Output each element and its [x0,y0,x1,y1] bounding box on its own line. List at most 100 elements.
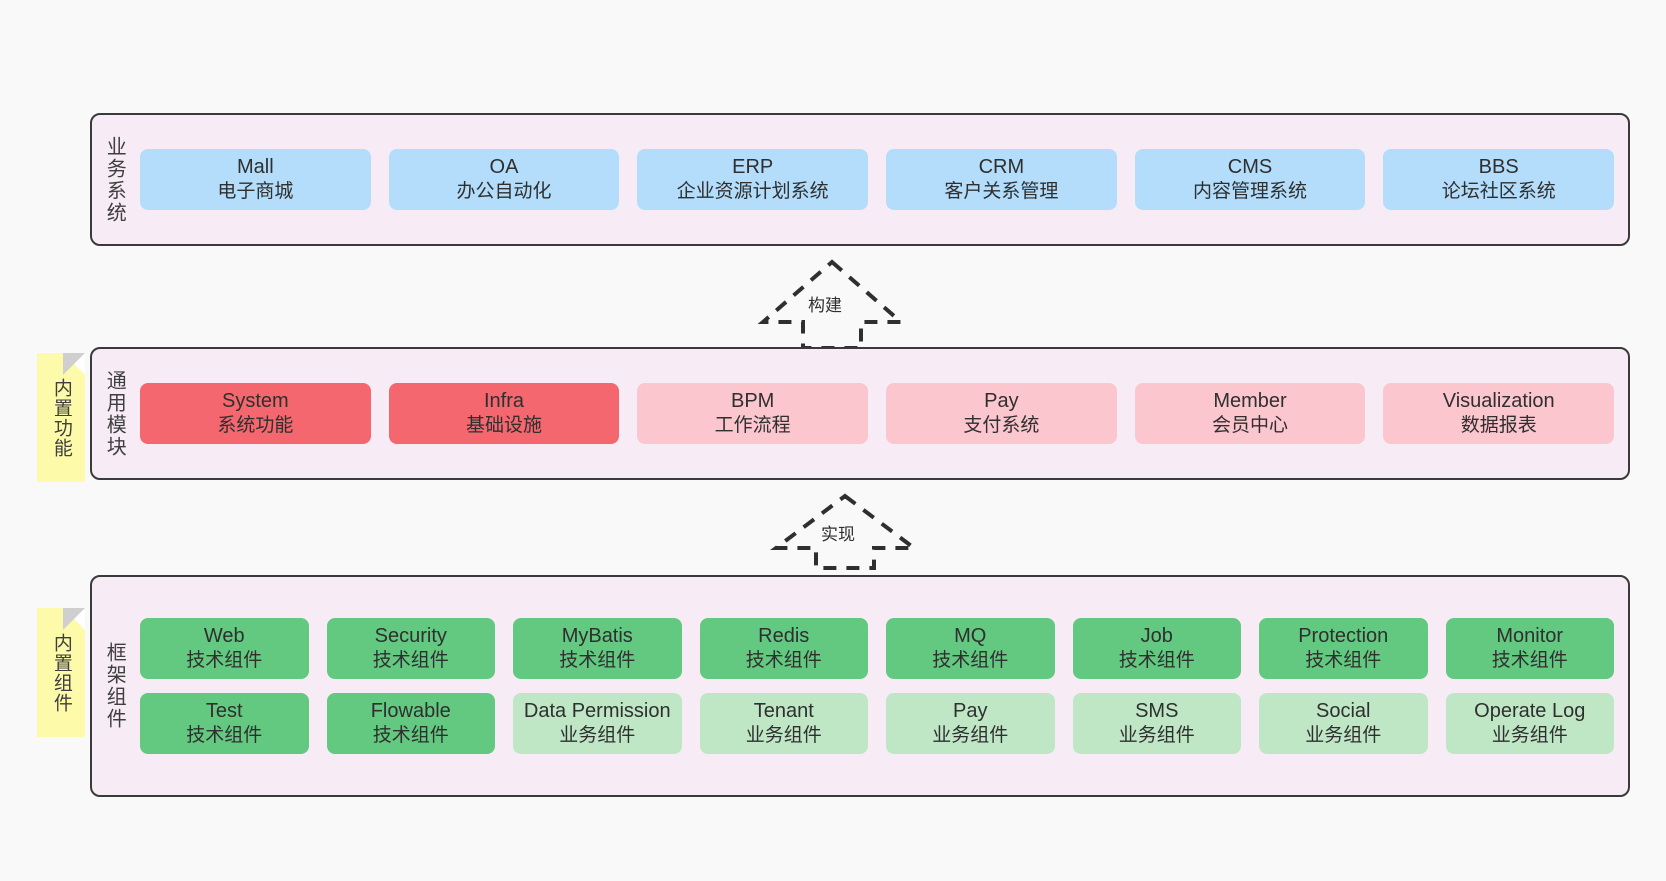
note-fold-shadow-icon [63,608,85,630]
node-title: Job [1140,625,1173,648]
node-subtitle: 电子商城 [217,181,294,203]
node-operate-log[interactable]: Operate Log 业务组件 [1445,693,1614,754]
node-title: Infra [483,390,525,413]
node-mq[interactable]: MQ 技术组件 [886,618,1055,679]
node-subtitle: 技术组件 [186,650,263,672]
note-builtin-functions: 内置功能 [37,353,85,482]
section-label-common-modules: 通用模块 [103,369,126,458]
node-title: MQ [954,625,987,648]
node-sms[interactable]: SMS 业务组件 [1072,693,1241,754]
node-pay-module[interactable]: Pay 支付系统 [886,383,1117,444]
row: Web 技术组件 Security 技术组件 MyBatis 技术组件 Redi… [140,618,1614,679]
node-subtitle: 技术组件 [1118,650,1195,672]
node-bbs[interactable]: BBS 论坛社区系统 [1383,149,1615,210]
node-title: Operate Log [1474,700,1586,722]
node-title: Pay [984,390,1019,413]
node-data-permission[interactable]: Data Permission 业务组件 [513,693,682,754]
node-subtitle: 企业资源计划系统 [676,181,829,203]
node-security[interactable]: Security 技术组件 [326,618,495,679]
node-social[interactable]: Social 业务组件 [1259,693,1428,754]
section-body-common-modules: System 系统功能 Infra 基础设施 BPM 工作流程 Pay 支付系统… [136,349,1628,478]
node-title: Social [1316,700,1371,722]
node-title: Flowable [370,700,451,722]
implement-arrow-outline [770,493,920,570]
node-pay-component[interactable]: Pay 业务组件 [886,693,1055,754]
node-subtitle: 系统功能 [217,415,294,437]
node-title: CRM [978,156,1025,179]
node-title: Security [374,625,447,648]
node-tenant[interactable]: Tenant 业务组件 [699,693,868,754]
node-flowable[interactable]: Flowable 技术组件 [326,693,495,754]
connector-build-label: 构建 [805,291,845,316]
node-title: Test [205,700,243,722]
node-job[interactable]: Job 技术组件 [1072,618,1241,679]
node-subtitle: 技术组件 [745,650,822,672]
node-title: Member [1213,390,1287,413]
connector-build: 构建 [757,258,907,350]
node-subtitle: 业务组件 [932,725,1009,746]
node-crm[interactable]: CRM 客户关系管理 [886,149,1117,210]
node-title: MyBatis [561,625,633,648]
node-mybatis[interactable]: MyBatis 技术组件 [513,618,682,679]
node-erp[interactable]: ERP 企业资源计划系统 [637,149,869,210]
node-system[interactable]: System 系统功能 [140,383,371,444]
section-label-business-systems: 业务系统 [103,135,126,224]
node-subtitle: 会员中心 [1212,415,1289,437]
node-web[interactable]: Web 技术组件 [140,618,309,679]
node-subtitle: 业务组件 [1118,725,1195,746]
node-title: Pay [953,700,988,722]
note-fold-shadow-icon [63,353,85,375]
node-monitor[interactable]: Monitor 技术组件 [1445,618,1614,679]
node-subtitle: 技术组件 [559,650,636,672]
node-subtitle: 技术组件 [932,650,1009,672]
node-subtitle: 支付系统 [963,415,1040,437]
node-subtitle: 技术组件 [1491,650,1568,672]
section-body-framework-components: Web 技术组件 Security 技术组件 MyBatis 技术组件 Redi… [136,577,1628,795]
node-subtitle: 业务组件 [559,725,636,746]
node-mall[interactable]: Mall 电子商城 [140,149,371,210]
row: Test 技术组件 Flowable 技术组件 Data Permission … [140,693,1614,754]
node-title: System [221,390,289,413]
note-builtin-components: 内置组件 [37,608,85,737]
node-subtitle: 办公自动化 [456,181,552,203]
node-title: Tenant [753,700,814,722]
node-oa[interactable]: OA 办公自动化 [388,149,620,210]
node-title: Redis [758,625,810,648]
node-title: Data Permission [523,700,671,722]
node-redis[interactable]: Redis 技术组件 [699,618,868,679]
section-business-systems: 业务系统 Mall 电子商城 OA 办公自动化 ERP 企业资源计划系统 CRM… [90,113,1630,246]
note-label: 内置功能 [50,377,72,458]
node-title: ERP [732,156,774,179]
node-subtitle: 技术组件 [372,725,449,746]
node-test[interactable]: Test 技术组件 [140,693,309,754]
section-common-modules: 通用模块 System 系统功能 Infra 基础设施 BPM 工作流程 Pay… [90,347,1630,480]
section-body-business-systems: Mall 电子商城 OA 办公自动化 ERP 企业资源计划系统 CRM 客户关系… [136,115,1628,244]
note-label: 内置组件 [50,632,72,713]
node-subtitle: 客户关系管理 [944,181,1059,203]
row: System 系统功能 Infra 基础设施 BPM 工作流程 Pay 支付系统… [140,383,1615,444]
node-title: Web [203,625,245,648]
node-subtitle: 技术组件 [1305,650,1382,672]
node-title: BBS [1478,156,1519,179]
node-subtitle: 基础设施 [466,415,543,437]
node-title: Mall [237,156,274,179]
node-cms[interactable]: CMS 内容管理系统 [1134,149,1366,210]
connector-implement-label: 实现 [818,520,858,545]
node-title: CMS [1227,156,1273,179]
section-framework-components: 框架组件 Web 技术组件 Security 技术组件 MyBatis 技术组件… [90,575,1630,797]
node-title: Visualization [1442,390,1555,413]
node-subtitle: 技术组件 [372,650,449,672]
node-subtitle: 内容管理系统 [1193,181,1308,203]
node-subtitle: 技术组件 [186,725,263,746]
node-member[interactable]: Member 会员中心 [1134,383,1366,444]
node-title: BPM [731,390,775,413]
node-title: SMS [1135,700,1179,722]
node-infra[interactable]: Infra 基础设施 [388,383,620,444]
node-bpm[interactable]: BPM 工作流程 [637,383,869,444]
row: Mall 电子商城 OA 办公自动化 ERP 企业资源计划系统 CRM 客户关系… [140,149,1615,210]
node-visualization[interactable]: Visualization 数据报表 [1383,383,1615,444]
node-protection[interactable]: Protection 技术组件 [1259,618,1428,679]
node-title: Monitor [1496,625,1564,648]
connector-implement: 实现 [770,492,920,570]
